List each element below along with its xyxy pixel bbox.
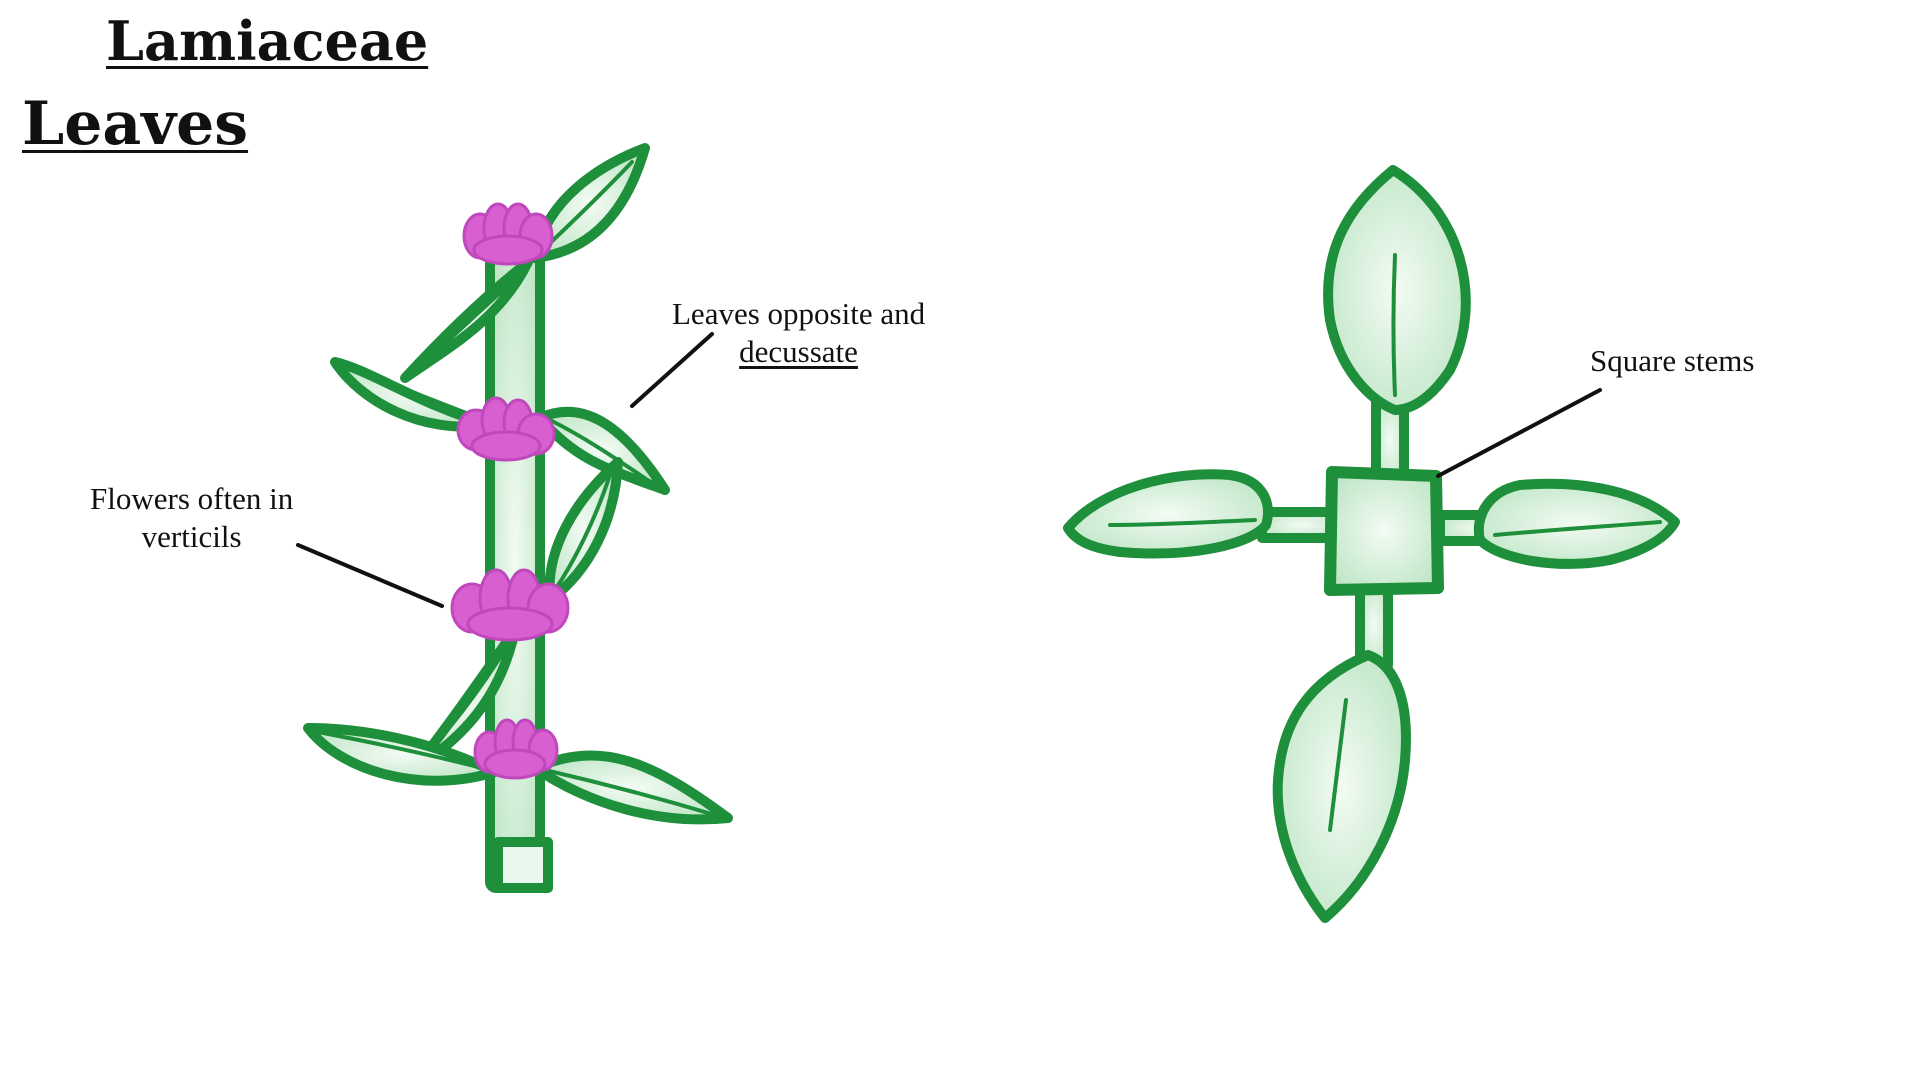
flower bbox=[462, 202, 554, 266]
section-heading: Leaves bbox=[22, 89, 249, 159]
leaf bbox=[1473, 478, 1680, 569]
flower-whorls bbox=[450, 202, 570, 780]
leader-line-leaves bbox=[630, 332, 714, 408]
leaf bbox=[1272, 650, 1411, 923]
side-view-plant bbox=[303, 143, 733, 893]
leaf bbox=[1323, 165, 1471, 415]
leader-lines bbox=[296, 332, 1602, 608]
label-flowers-line2: verticils bbox=[141, 519, 242, 554]
top-view-plant bbox=[1063, 165, 1680, 923]
stem-cut-base bbox=[493, 837, 553, 893]
flower bbox=[473, 718, 559, 780]
page-title: Lamiaceae bbox=[106, 9, 429, 73]
leader-line-flowers bbox=[296, 543, 444, 608]
label-flowers-line1: Flowers often in bbox=[90, 481, 294, 516]
label-square-stems: Square stems bbox=[1590, 343, 1755, 378]
label-leaves-opposite: Leaves opposite and decussate bbox=[672, 295, 925, 371]
label-flowers-verticils: Flowers often in verticils bbox=[90, 480, 293, 556]
flower bbox=[450, 568, 570, 642]
label-leaves-line2: decussate bbox=[739, 334, 858, 369]
leaf bbox=[1063, 469, 1273, 559]
square-stem bbox=[1324, 466, 1444, 596]
leader-line-square-stems bbox=[1436, 388, 1602, 478]
stem bbox=[485, 243, 545, 893]
flower bbox=[456, 396, 556, 462]
label-leaves-line1: Leaves opposite and bbox=[672, 296, 926, 331]
leaf bbox=[400, 257, 533, 383]
